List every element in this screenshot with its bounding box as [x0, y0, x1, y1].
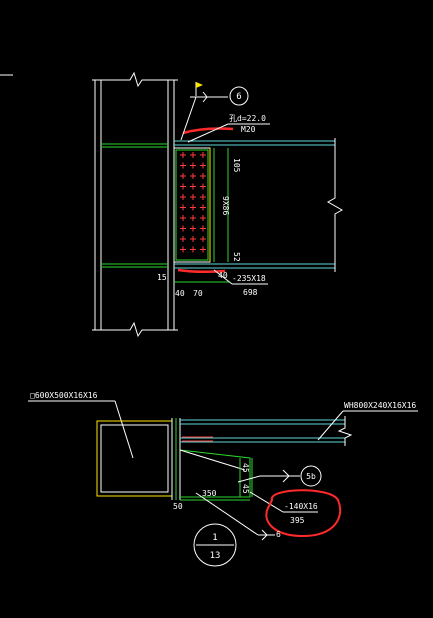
dim-15: 15	[157, 273, 167, 282]
beam-label-leader	[317, 410, 344, 441]
dim-row-70: 70	[193, 289, 203, 298]
dim-row-40b: 40	[218, 271, 228, 280]
beam-break	[326, 138, 344, 272]
stiffener-leader	[249, 491, 284, 513]
box-column-outer	[96, 420, 173, 497]
weld-symbol-5b: 5b	[237, 465, 322, 487]
beam-plan-break	[337, 416, 353, 446]
callout-6-circle	[229, 86, 249, 106]
section-marker-bottom: 13	[210, 551, 221, 561]
section-marker-circle	[193, 523, 237, 567]
bolt-hole-label: 孔d=22.0	[229, 114, 266, 123]
weld6-arrow	[261, 529, 268, 541]
stiffener-length: 395	[290, 516, 305, 525]
callout-5b-number: 5b	[306, 472, 316, 481]
section-marker-top: 1	[212, 533, 217, 543]
haunch-diagonal	[179, 449, 246, 471]
dim-row-40a: 40	[175, 289, 185, 298]
dim-50: 50	[173, 502, 183, 511]
callout-5b-circle	[300, 465, 322, 487]
weld-symbol-6: 6	[180, 82, 249, 141]
dim-9x86: 9X86	[221, 196, 230, 215]
plate-label: -235X18	[232, 274, 266, 283]
upper-detail: 6 孔d=22.0 M20 105 9X86 52 15 40 70 40 -2…	[92, 71, 344, 338]
plate-length: 698	[243, 288, 258, 297]
red-markup-top	[182, 127, 234, 135]
plate-leader	[213, 269, 233, 285]
box-column-inner	[100, 424, 169, 493]
red-markup-circle	[265, 489, 342, 538]
dim-350: 350	[202, 489, 217, 498]
bolt-leader-line	[187, 123, 229, 143]
end-plate-green	[175, 149, 209, 261]
column-break-top	[92, 71, 178, 88]
column-label: □600X500X16X16	[30, 391, 98, 400]
column-label-leader	[114, 400, 134, 459]
callout-6-number: 6	[236, 92, 241, 102]
red-markup-bottom	[177, 268, 226, 274]
dim-45b: 45	[241, 484, 250, 494]
weld-number-6: 6	[276, 530, 281, 539]
bolt-size-label: M20	[241, 125, 256, 134]
dim-top-105: 105	[232, 158, 241, 173]
dim-45a: 45	[241, 463, 250, 473]
bolt-group	[180, 152, 206, 253]
haunch-stiffener	[179, 449, 251, 498]
beam-label: WH800X240X16X16	[344, 401, 416, 410]
section-marker: 1 13	[193, 523, 237, 567]
stiffener-label: -140X16	[284, 502, 318, 511]
weld6-leader	[195, 492, 259, 536]
lower-detail: □600X500X16X16 WH800X240X16X16 45 45 350	[28, 391, 418, 541]
column-break-bottom	[92, 321, 178, 338]
dim-bottom-52: 52	[232, 252, 241, 262]
